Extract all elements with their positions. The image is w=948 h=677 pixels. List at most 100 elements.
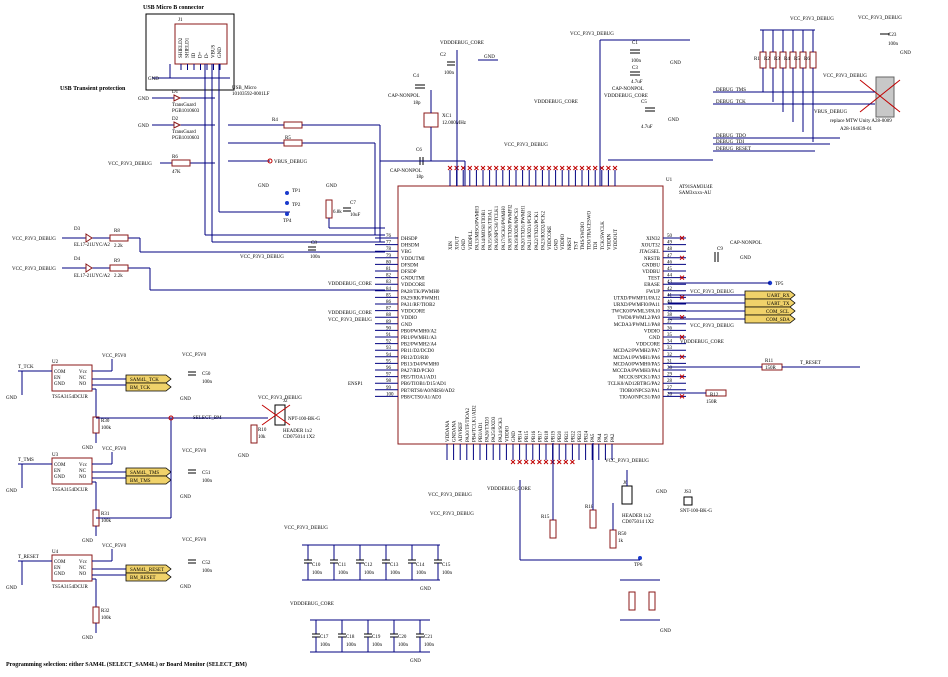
c6-value: 18p — [416, 175, 424, 180]
u1-right-pin-number: 48 — [667, 247, 673, 252]
nc-mark — [606, 165, 611, 171]
u1-right-pin-number: 33 — [667, 346, 673, 351]
u1-body — [397, 185, 664, 445]
mux-body — [51, 554, 93, 582]
u1-bottom-pin-label: PB3/AD1 — [479, 422, 484, 442]
r12-ref: R12 — [710, 393, 719, 398]
j9-note: replace MTW Unity A28-0009 — [830, 119, 892, 124]
port-com-sda-label: COM_SDA — [766, 318, 790, 323]
tp4-dot — [285, 212, 289, 216]
u1-top-pin-label: VDDIO — [561, 234, 566, 250]
r15-ref: R15 — [541, 515, 550, 520]
u1-left-pin-label: VDDCORE — [401, 283, 425, 288]
u1-right-pin-label: TIOA0/NPCS1/PA0 — [619, 395, 660, 400]
u1-left-pin-number: 99 — [386, 386, 392, 391]
u1-left-pin-number: 80 — [386, 260, 392, 265]
js3-ref: JS3 — [684, 490, 692, 495]
u1-left-pin-number: 100 — [386, 392, 394, 397]
js3-name: SNT-100-BK-G — [680, 509, 712, 514]
mux-pulldown-value: 100k — [101, 519, 112, 524]
j9-connector — [875, 76, 895, 118]
c3-ref: C3 — [632, 66, 638, 71]
r9-ref: R9 — [114, 259, 120, 264]
vddcore-label-right: VDDDEBUG_CORE — [680, 340, 724, 345]
u1-bottom-pin-label: VDDIO — [505, 426, 510, 442]
pullup-resistor-body — [809, 51, 817, 69]
nc-mark — [679, 235, 685, 241]
nc-mark — [543, 459, 549, 465]
u1-left-pin-number: 92 — [386, 340, 392, 345]
u1-left-pin-label: PA31/RF/TIOB2 — [401, 303, 435, 308]
port-mux-a-label: SAM4L_RESET — [130, 568, 164, 573]
mux-body — [51, 457, 93, 485]
u1-left-pin-number: 84 — [386, 287, 392, 292]
u1-top-pin-label: XOUT — [456, 236, 461, 250]
d3-name: EL17-21UYC/A2 — [74, 243, 110, 248]
port-mux-a — [125, 564, 172, 574]
c4-type: CAP-NONPOL — [388, 94, 420, 99]
net-debug-tms: DEBUG_TMS — [716, 88, 746, 93]
cap-value: 100n — [424, 643, 435, 648]
port-com-sda — [744, 314, 796, 324]
u1-top-pin-label: TCK/SWCLK — [601, 221, 606, 250]
u1-bottom-pin-label: PB21 — [565, 430, 570, 442]
d2-symbol — [173, 121, 182, 129]
transient-title: USB Transient protection — [60, 86, 126, 92]
u1-right-pin-number: 37 — [667, 320, 673, 325]
u1-right-pin-label: MCDA3/PWML1/PA8 — [614, 323, 661, 328]
u1-bottom-pin-label: GND — [512, 431, 517, 442]
j1-pin-label: SHIELD2 — [179, 37, 184, 58]
nc-mark — [556, 459, 562, 465]
u1-right-pin-number: 32 — [667, 353, 673, 358]
gnd-label-c51: GND — [180, 495, 191, 500]
u1-right-pin-label: VDDCORE — [636, 343, 660, 348]
nc-mark — [480, 165, 486, 171]
ensp1-label: ENSP1 — [348, 382, 363, 387]
nc-mark — [679, 275, 685, 280]
cap-ref: C20 — [398, 635, 407, 640]
mux-pin-en: EN — [54, 566, 61, 571]
mux-gnd: GND — [82, 446, 93, 451]
nc-mark — [523, 459, 529, 465]
vbus-label-j9: VBUS_DEBUG — [814, 110, 847, 115]
mux-pin-en: EN — [54, 469, 61, 474]
r18-body — [589, 509, 597, 529]
u1-top-pin-label: PA20/TXD1/PWMH1 — [522, 205, 527, 250]
u1-right-pin-number: 28 — [667, 379, 673, 384]
u1-right-pin-label: ERASE — [644, 283, 660, 288]
gnd-label-capbank1: GND — [420, 587, 431, 592]
cap-value: 100n — [312, 571, 323, 576]
u1-right-pin-number: 47 — [667, 254, 673, 259]
u1-top-pin-label: VDDCORE — [548, 226, 553, 250]
c51-ref: C51 — [202, 471, 211, 476]
r9-body — [109, 264, 129, 272]
nc-mark — [559, 165, 565, 171]
u1-left-pin-label: PB11/D2/DCD0 — [401, 349, 434, 354]
u1-bottom-pin-label: PA24/SCK3 — [499, 417, 504, 442]
u1-right-pin-number: 30 — [667, 366, 673, 371]
c5-ref: C5 — [641, 100, 647, 105]
r-bottom-1 — [628, 591, 636, 611]
usb-connector-frame — [145, 13, 235, 91]
r6-body — [171, 159, 191, 167]
pullup-resistor-ref: R3 — [774, 57, 780, 62]
cap-value: 100n — [364, 571, 375, 576]
u1-right-pin-number: 49 — [667, 241, 673, 246]
r10-body — [250, 424, 258, 444]
r11-ref: R11 — [765, 359, 774, 364]
tp6-label: TP6 — [634, 563, 643, 568]
nc-mark — [586, 165, 591, 171]
gnd-label-c2: GND — [484, 55, 495, 60]
u1-right-pin-label: VDDBU — [642, 270, 660, 275]
vcc-label-right1: VCC_P3V3_DEBUG — [690, 290, 734, 295]
cap-ref: C18 — [346, 635, 355, 640]
cap-value: 100n — [416, 571, 427, 576]
u1-left-pin-number: 94 — [386, 353, 392, 358]
u1-right-pin-number: 31 — [667, 359, 673, 364]
u1-left-pin-number: 85 — [386, 293, 392, 298]
u1-bottom-pin-label: VDDANA — [446, 420, 451, 442]
mux-pin-nc: NC — [79, 376, 87, 381]
d1-symbol — [173, 94, 182, 102]
